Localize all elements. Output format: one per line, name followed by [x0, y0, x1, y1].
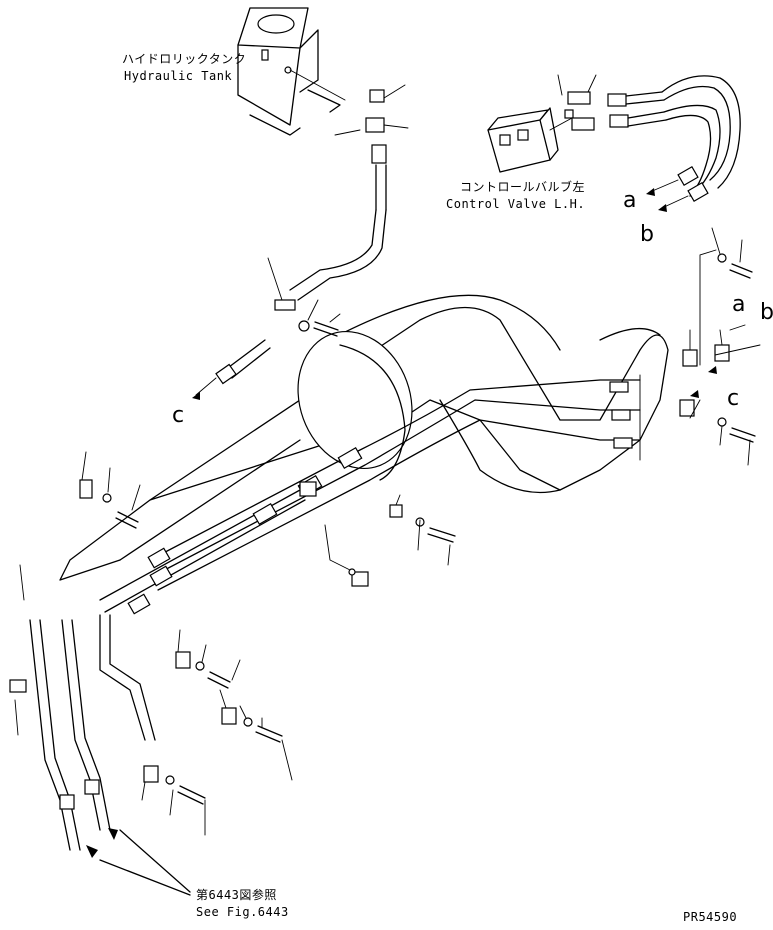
connection-letter-a-top: a	[623, 188, 637, 213]
boom-hoses	[99, 379, 641, 615]
clamps-bolts-center	[267, 257, 456, 587]
connection-letter-a-right: a	[732, 292, 746, 317]
tank-fittings	[289, 84, 409, 301]
see-fig-label-jp: 第6443図参照	[196, 888, 277, 902]
hose-end-c	[192, 339, 271, 400]
clamps-bolts-right	[639, 227, 761, 466]
boom-frame	[59, 294, 669, 581]
connection-letter-b-top: b	[640, 222, 654, 247]
lower-pipes	[9, 614, 191, 896]
see-fig-label-en: See Fig.6443	[196, 905, 289, 919]
control-valve-label-en: Control Valve L.H.	[446, 197, 586, 211]
hydraulic-tank	[237, 7, 346, 136]
hydraulic-tank-label-en: Hydraulic Tank	[124, 69, 233, 83]
control-valve-label-jp: コントロールバルブ左	[460, 180, 586, 194]
valve-hoses	[646, 75, 741, 212]
control-valve	[487, 74, 667, 173]
connection-letter-c-right: c	[727, 386, 740, 411]
clamps-bolts-left	[14, 451, 293, 836]
connection-letter-c-left: c	[172, 403, 185, 428]
connection-letter-b-right: b	[760, 300, 773, 325]
drawing-code: PR54590	[683, 910, 738, 924]
hydraulic-tank-label-jp: ハイドロリックタンク	[122, 52, 247, 66]
